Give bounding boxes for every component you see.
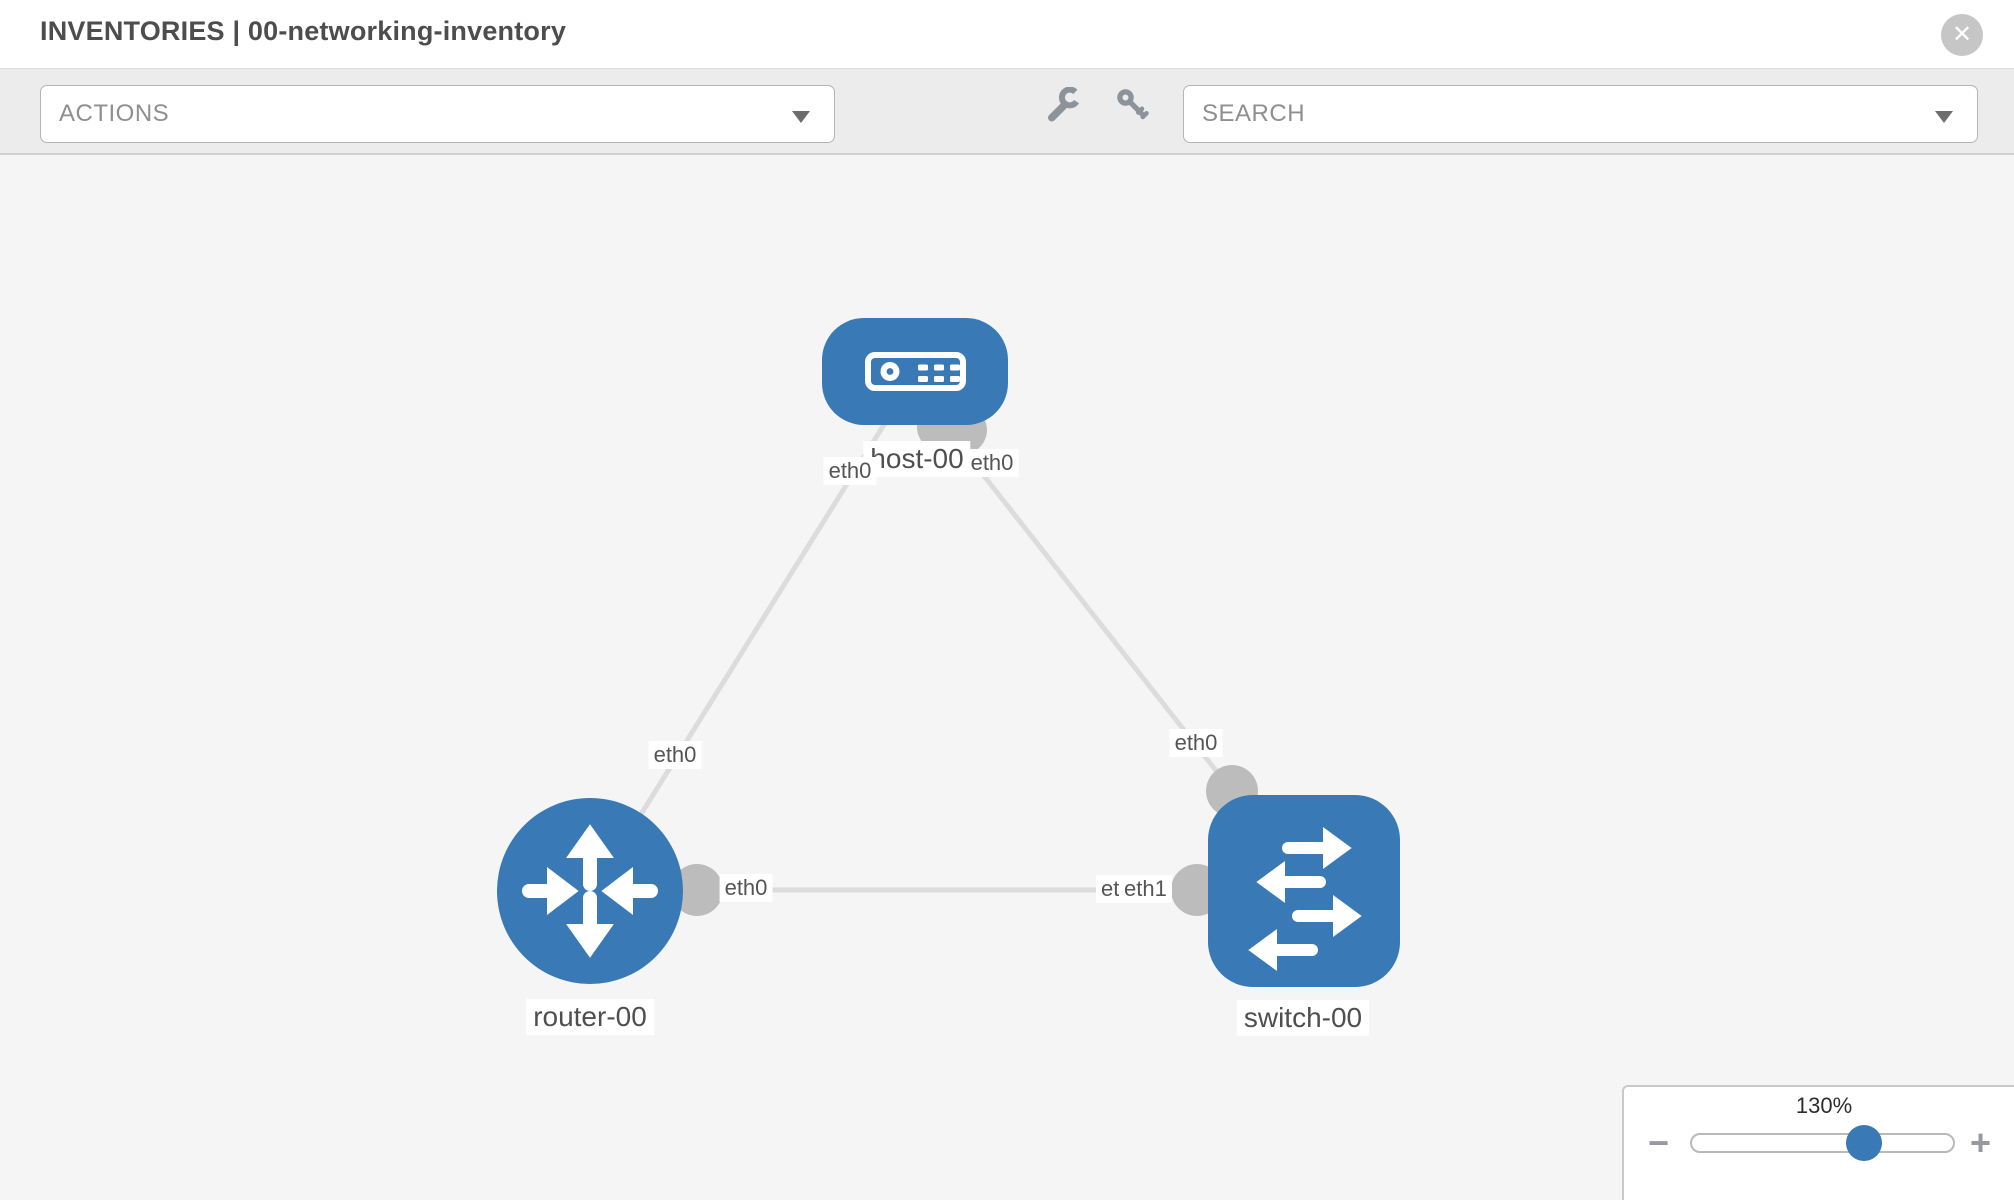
search-dropdown[interactable]: SEARCH <box>1183 85 1978 143</box>
iface-label-router-eth0: eth0 <box>719 874 773 902</box>
link-host-router[interactable] <box>597 413 893 882</box>
iface-label-host-left: eth0 <box>823 457 877 485</box>
zoom-in-button[interactable]: + <box>1970 1122 1992 1163</box>
header: INVENTORIES | 00-networking-inventory ✕ <box>0 0 2014 68</box>
iface-label-host-router: eth0 <box>648 741 702 769</box>
zoom-level-value: 130% <box>1795 1093 1853 1118</box>
node-switch-00[interactable] <box>1208 795 1400 987</box>
router-icon <box>522 824 658 958</box>
node-router-00[interactable] <box>497 798 683 984</box>
actions-dropdown-label: ACTIONS <box>59 100 170 127</box>
chevron-down-icon <box>792 111 810 123</box>
iface-label-host-right: eth0 <box>965 449 1019 477</box>
zoom-control-panel: 130% − + <box>1622 1085 2014 1200</box>
wrench-icon[interactable] <box>1045 87 1081 123</box>
interface-dot-router-eth0 <box>671 864 723 916</box>
node-host-00[interactable] <box>822 318 1008 425</box>
links-layer <box>590 403 1303 916</box>
zoom-slider-track[interactable] <box>1690 1125 1955 1161</box>
toolbar: ACTIONS SEARCH <box>0 68 2014 155</box>
actions-dropdown[interactable]: ACTIONS <box>40 85 835 143</box>
node-label-host: host-00 <box>863 441 971 477</box>
search-dropdown-label: SEARCH <box>1202 100 1306 127</box>
node-label-switch: switch-00 <box>1236 1000 1370 1036</box>
iface-label-host-switch: eth0 <box>1169 729 1223 757</box>
node-label-router: router-00 <box>526 999 654 1035</box>
chevron-down-icon <box>1935 111 1953 123</box>
zoom-slider-knob[interactable] <box>1846 1125 1882 1161</box>
page-title: INVENTORIES | 00-networking-inventory <box>40 16 567 46</box>
host-icon <box>865 352 966 391</box>
key-icon[interactable] <box>1115 87 1151 123</box>
zoom-out-button[interactable]: − <box>1648 1122 1670 1163</box>
close-icon[interactable]: ✕ <box>1941 14 1983 56</box>
iface-label-switch-eth1: eth1 <box>1119 875 1172 903</box>
switch-icon <box>1248 827 1362 971</box>
topology-canvas[interactable]: host-00 router-00 switch-00 eth0 eth0 et… <box>0 155 2014 1200</box>
